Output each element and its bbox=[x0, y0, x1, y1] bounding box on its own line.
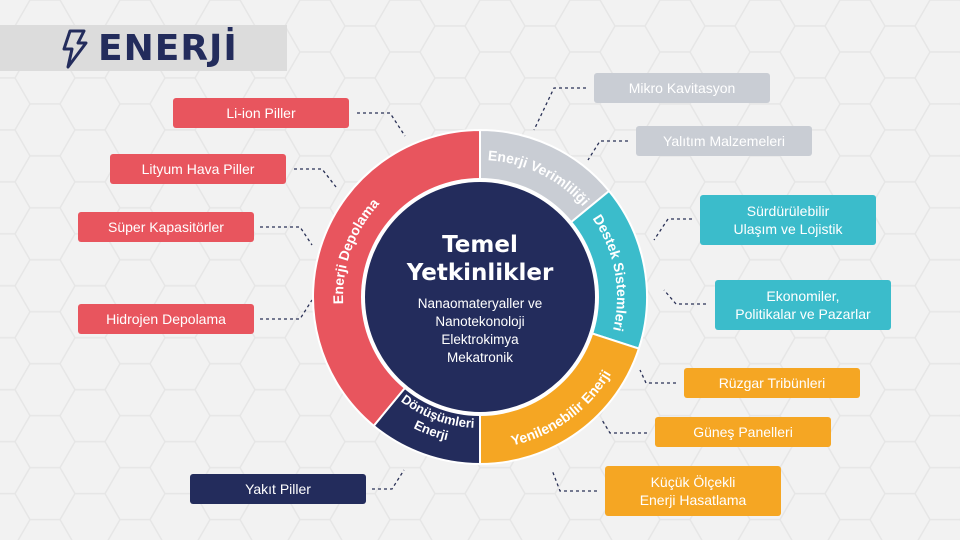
dashed-connector bbox=[260, 299, 313, 320]
item-line: Enerji Hasatlama bbox=[639, 492, 747, 508]
item-line: Politikalar ve Pazarlar bbox=[735, 306, 871, 322]
dashed-connector bbox=[601, 419, 647, 434]
lightning-icon bbox=[62, 29, 88, 68]
item-line: Ulaşım ve Lojistik bbox=[733, 221, 843, 237]
item-ruzgar: Rüzgar Tribünleri bbox=[684, 368, 860, 398]
dashed-connector bbox=[372, 469, 405, 490]
dashed-connector bbox=[357, 112, 406, 137]
item-mikro-kavitasyon: Mikro Kavitasyon bbox=[594, 73, 770, 103]
center-title-line1: Temel bbox=[442, 232, 518, 258]
dashed-connector bbox=[294, 168, 337, 188]
item-ekonomiler: Ekonomiler, Politikalar ve Pazarlar bbox=[715, 280, 891, 330]
item-yalitim: Yalıtım Malzemeleri bbox=[636, 126, 812, 156]
item-line: Ekonomiler, bbox=[766, 288, 840, 304]
page-title: ENERJİ bbox=[98, 28, 238, 69]
dashed-connector bbox=[533, 87, 586, 131]
center-title-line2: Yetkinlikler bbox=[406, 260, 554, 286]
dashed-connector bbox=[663, 289, 706, 305]
item-line: Küçük Ölçekli bbox=[650, 474, 736, 490]
dashed-connector bbox=[639, 369, 676, 384]
item-hidrojen: Hidrojen Depolama bbox=[78, 304, 254, 334]
dashed-connector bbox=[260, 226, 313, 246]
center-circle bbox=[365, 182, 595, 412]
center-line: Elektrokimya bbox=[441, 332, 519, 347]
item-super-kapasitor: Süper Kapasitörler bbox=[78, 212, 254, 242]
center-line: Nanotekonoloji bbox=[435, 314, 524, 329]
center-line: Mekatronik bbox=[447, 350, 513, 365]
item-gunes: Güneş Panelleri bbox=[655, 417, 831, 447]
dashed-connector bbox=[551, 469, 597, 492]
logo: ENERJİ bbox=[62, 28, 238, 69]
dashed-connector bbox=[653, 218, 692, 241]
center-line: Nanaomateryaller ve bbox=[418, 296, 543, 311]
item-yakit-piller: Yakıt Piller bbox=[190, 474, 366, 504]
header-band bbox=[0, 25, 287, 71]
item-lityum-hava: Lityum Hava Piller bbox=[110, 154, 286, 184]
dashed-connector bbox=[587, 140, 628, 161]
item-li-ion: Li-ion Piller bbox=[173, 98, 349, 128]
item-line: Sürdürülebilir bbox=[746, 203, 830, 219]
